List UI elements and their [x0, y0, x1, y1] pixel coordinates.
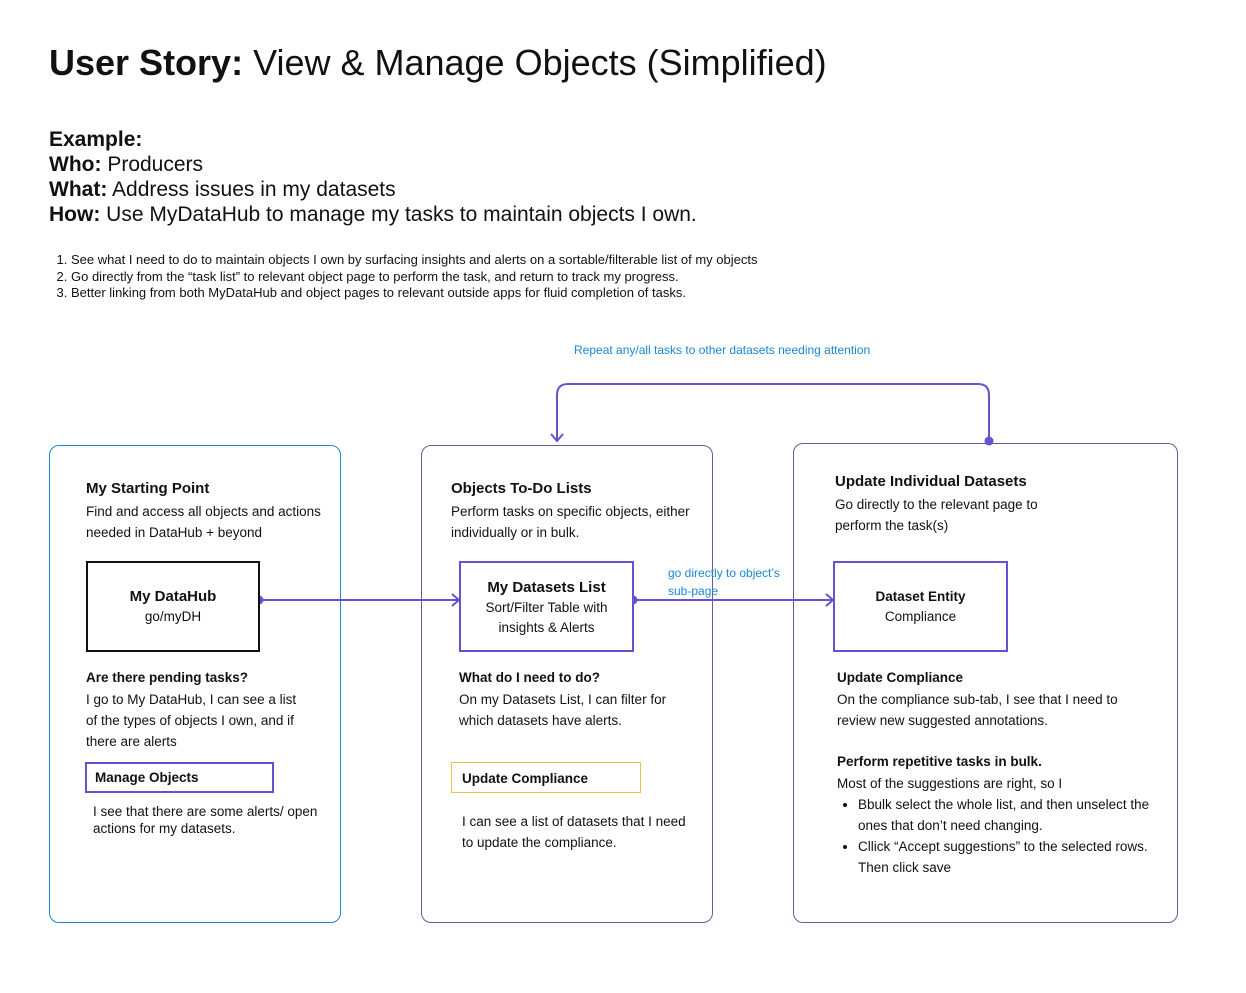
update-compliance-tag[interactable]: Update Compliance — [451, 762, 641, 793]
step-item: See what I need to do to maintain object… — [71, 252, 758, 269]
step-item: Go directly from the “task list” to rele… — [71, 269, 758, 286]
dataset-entity-title: Dataset Entity — [875, 589, 966, 604]
starting-point-title: My Starting Point — [86, 480, 210, 497]
loop-arrow-dot — [984, 436, 994, 446]
panel-todo-lists — [421, 445, 713, 923]
loop-arrow-head — [550, 433, 564, 443]
manage-objects-text: I see that there are some alerts/ open a… — [93, 804, 318, 836]
what-to-do-text: On my Datasets List, I can filter for wh… — [459, 692, 667, 728]
bulk-tasks-list: Bbulk select the whole list, and then un… — [836, 794, 1176, 878]
example-heading: Example: — [49, 128, 143, 151]
loop-arrow-line — [556, 383, 990, 441]
starting-point-desc: Find and access all objects and actions … — [86, 504, 321, 540]
what-line: What: Address issues in my datasets — [49, 178, 396, 201]
step-item: Better linking from both MyDataHub and o… — [71, 285, 758, 302]
bulk-task-item: Cllick “Accept suggestions” to the selec… — [858, 836, 1176, 878]
bulk-task-item: Bbulk select the whole list, and then un… — [858, 794, 1176, 836]
update-compliance-text: I can see a list of datasets that I need… — [462, 814, 686, 850]
update-datasets-desc: Go directly to the relevant page to perf… — [835, 497, 1038, 533]
panel-starting-point — [49, 445, 341, 923]
update-datasets-title: Update Individual Datasets — [835, 473, 1027, 490]
how-line: How: Use MyDataHub to manage my tasks to… — [49, 203, 697, 226]
pending-tasks-title: Are there pending tasks? — [86, 670, 249, 685]
todo-lists-desc: Perform tasks on specific objects, eithe… — [451, 504, 690, 540]
manage-objects-tag[interactable]: Manage Objects — [85, 762, 274, 793]
loop-label: Repeat any/all tasks to other datasets n… — [574, 343, 871, 357]
datasets-list-title: My Datasets List — [487, 579, 606, 596]
my-datahub-title: My DataHub — [129, 588, 217, 605]
who-line: Who: Producers — [49, 153, 204, 176]
todo-lists-title: Objects To-Do Lists — [451, 480, 592, 497]
arrow-label: go directly to object’s sub-page — [668, 566, 780, 598]
bulk-tasks-text: Most of the suggestions are right, so I — [837, 776, 1063, 791]
update-compliance-desc: On the compliance sub-tab, I see that I … — [837, 692, 1118, 728]
my-datahub-sub: go/myDH — [144, 609, 202, 624]
bulk-tasks-title: Perform repetitive tasks in bulk. — [837, 754, 1042, 769]
panel-update-datasets — [793, 443, 1178, 923]
datasets-list-sub: Sort/Filter Table with insights & Alerts — [485, 600, 608, 635]
what-to-do-title: What do I need to do? — [459, 670, 600, 685]
update-compliance-title: Update Compliance — [837, 670, 964, 685]
datasets-list-box[interactable]: My Datasets List Sort/Filter Table with … — [459, 561, 634, 652]
title-rest: View & Manage Objects (Simplified) — [253, 42, 827, 83]
page-title: User Story: View & Manage Objects (Simpl… — [49, 40, 827, 86]
my-datahub-box[interactable]: My DataHub go/myDH — [86, 561, 260, 652]
steps-list: See what I need to do to maintain object… — [49, 252, 758, 302]
title-bold: User Story: — [49, 42, 244, 83]
dataset-entity-sub: Compliance — [884, 609, 957, 624]
dataset-entity-box[interactable]: Dataset Entity Compliance — [833, 561, 1008, 652]
pending-tasks-text: I go to My DataHub, I can see a list of … — [86, 692, 297, 749]
